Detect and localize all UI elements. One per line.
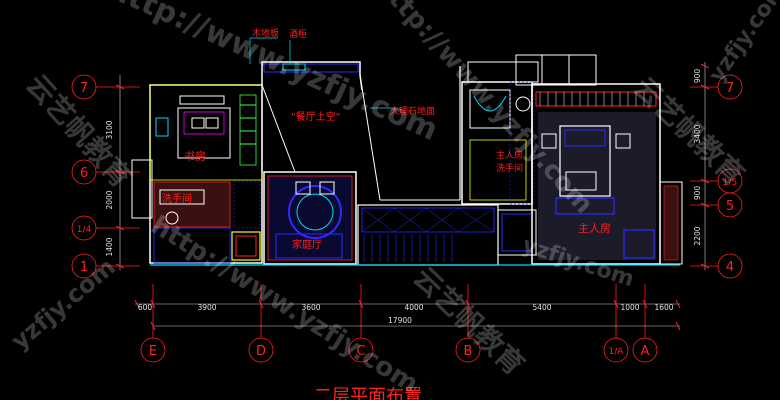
dim-left-2: 2000 (105, 190, 114, 209)
dim-left-3: 1400 (105, 237, 114, 256)
dim-total: 17900 (388, 316, 412, 325)
label-wine-cabinet: 酒柜 (289, 28, 307, 40)
label-master-bath: 主人房洗手间 (496, 149, 523, 174)
dim-bottom-6: 1000 (620, 303, 639, 312)
dim-bottom-7: 1600 (654, 303, 673, 312)
dim-bottom-3: 3600 (301, 303, 320, 312)
dimension-text: 600 3900 3600 4000 5400 1000 1600 17900 … (105, 69, 702, 325)
axis-label-right-1-5: 1/5 (723, 178, 737, 188)
living-hall-block (263, 171, 357, 265)
dim-right-2: 3400 (693, 124, 702, 143)
dining-void-block (249, 37, 461, 201)
axis-label-1-a: 1/A (609, 347, 625, 357)
axis-label-left-7: 7 (80, 81, 88, 96)
axis-label-b: B (464, 344, 473, 359)
room-labels: 木地板 酒柜 "餐厅上空" 大理石地面 书房 主人房洗手间 主人房 洗手间 家庭… (162, 27, 611, 400)
dim-bottom-5: 5400 (532, 303, 551, 312)
axis-label-right-4: 4 (726, 260, 734, 275)
axis-label-right-5: 5 (726, 199, 734, 214)
label-dining-void: "餐厅上空" (291, 110, 340, 123)
axis-label-left-1-4: 1/4 (77, 225, 92, 235)
master-bedroom-block (515, 54, 683, 265)
dim-right-4: 2200 (693, 226, 702, 245)
dim-bottom-4: 4000 (404, 303, 423, 312)
dimension-lines (115, 62, 710, 331)
label-marble: 大理石地面 (390, 105, 435, 117)
left-wing (131, 84, 263, 264)
axis-grid (71, 74, 743, 363)
axis-label-e: E (149, 344, 157, 359)
label-living-hall: 家庭厅 (292, 238, 322, 251)
dim-right-1: 900 (693, 69, 702, 84)
label-study: 书房 (184, 150, 206, 163)
dim-right-3: 900 (693, 186, 702, 201)
label-master-room: 主人房 (578, 222, 611, 235)
drawing-title: 二层平面布置 (314, 386, 422, 400)
axis-label-left-1: 1 (80, 260, 88, 275)
corridor-block (357, 204, 537, 266)
axis-label-a: A (641, 344, 650, 359)
axis-label-d: D (256, 344, 266, 359)
axis-label-c: C (356, 344, 365, 359)
master-bath-block (461, 61, 539, 205)
axis-labels: 7 6 1/4 1 7 1/5 5 4 E D C B 1/A A (77, 81, 737, 359)
dim-left-1: 3100 (105, 120, 114, 139)
label-washroom: 洗手间 (162, 192, 192, 205)
dim-bottom-2: 3900 (197, 303, 216, 312)
label-wood-floor: 木地板 (252, 27, 279, 39)
axis-label-right-7: 7 (726, 81, 734, 96)
axis-label-left-6: 6 (80, 166, 88, 181)
dim-bottom-1: 600 (138, 303, 153, 312)
